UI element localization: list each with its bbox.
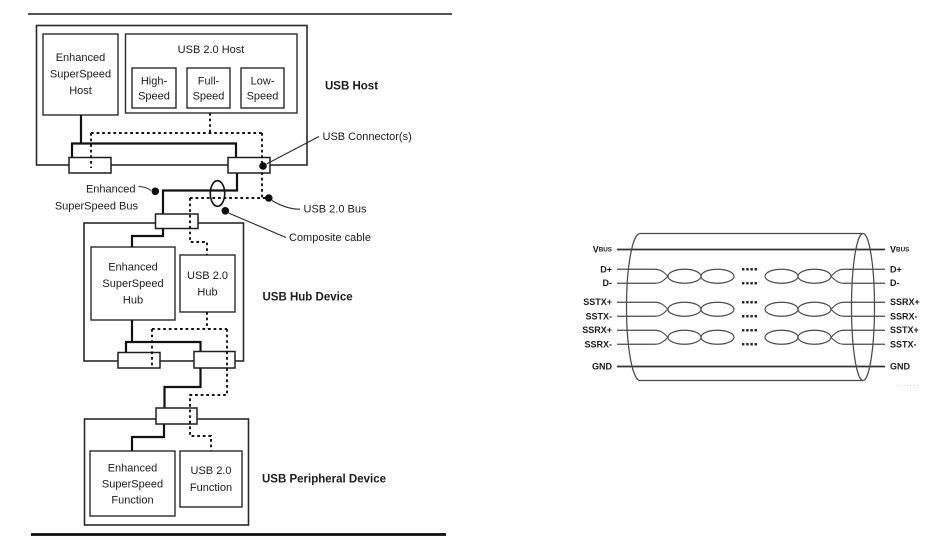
right-label-gnd: GND xyxy=(890,362,911,372)
left-label-d-plus: D+ xyxy=(600,265,612,275)
d-plus-minus-twisted-pair xyxy=(616,267,886,286)
enhanced-bus-annotation-line2: SuperSpeed Bus xyxy=(55,201,139,213)
host-left-usb-connector xyxy=(68,156,112,174)
left-label-vbus: VBUS xyxy=(593,245,612,255)
right-label-d-minus: D- xyxy=(890,278,900,288)
ess-host-label-line2: SuperSpeed xyxy=(50,69,111,81)
ess-host-label-line1: Enhanced xyxy=(56,52,106,64)
usb-connector-dot xyxy=(259,162,267,170)
sstx-twisted-pair xyxy=(616,300,886,319)
composite-cable-annotation: Composite cable xyxy=(289,232,371,244)
dual-bus-architecture-diagram: Enhanced SuperSpeed Host USB 2.0 Host Hi… xyxy=(28,13,452,536)
usb2-host-title: USB 2.0 Host xyxy=(178,44,245,56)
right-label-d-plus: D+ xyxy=(890,265,902,275)
usb2-hub-box xyxy=(179,254,236,313)
usb2-bus-dot xyxy=(265,194,273,202)
usb-connectors-annotation: USB Connector(s) xyxy=(323,131,412,143)
right-label-vbus: VBUS xyxy=(890,245,909,255)
low-speed-label-line2: Speed xyxy=(247,91,279,103)
left-label-sstx-minus: SSTX- xyxy=(585,312,612,322)
composite-cable-dot xyxy=(221,207,230,215)
usb2-function-box xyxy=(179,450,243,508)
ess-function-label-line1: Enhanced xyxy=(108,463,158,475)
ess-host-label-line3: Host xyxy=(69,85,92,97)
usb-hub-device-section-label: USB Hub Device xyxy=(263,292,353,304)
hub-upstream-connector xyxy=(154,213,199,230)
composite-cable-diagram: VBUS D+ D- SSTX+ SSTX- SSRX+ SSRX- GND V… xyxy=(582,232,920,388)
right-label-ssrx-plus: SSRX+ xyxy=(890,297,920,307)
low-speed-label-line1: Low- xyxy=(251,76,275,88)
low-speed-box xyxy=(240,67,285,109)
ess-function-label-line3: Function xyxy=(111,495,153,507)
left-label-d-minus: D- xyxy=(603,278,613,288)
enhanced-superspeed-bus-path xyxy=(70,115,239,451)
usb2-bus-annotation: USB 2.0 Bus xyxy=(304,204,367,216)
ssrx-twisted-pair xyxy=(616,328,886,347)
page-dots-artifact: .. .... xyxy=(896,381,920,388)
high-speed-box xyxy=(131,67,177,109)
hub-downstream-left-connector xyxy=(117,351,161,369)
usb-host-section-label: USB Host xyxy=(325,81,378,93)
high-speed-label-line2: Speed xyxy=(138,91,170,103)
usb-peripheral-device-section-label: USB Peripheral Device xyxy=(262,474,386,486)
peripheral-upstream-connector xyxy=(155,407,198,425)
ess-hub-label-line2: SuperSpeed xyxy=(102,278,163,290)
usb2-hub-label-line2: Hub xyxy=(197,287,217,299)
usb2-function-label-line1: USB 2.0 xyxy=(191,465,232,477)
full-speed-box xyxy=(186,67,231,109)
full-speed-label-line1: Full- xyxy=(198,76,220,88)
host-right-usb-connector xyxy=(227,156,271,174)
ess-hub-label-line1: Enhanced xyxy=(108,262,158,274)
usb2-hub-label-line1: USB 2.0 xyxy=(187,270,228,282)
left-label-gnd: GND xyxy=(592,362,613,372)
right-label-sstx-plus: SSTX+ xyxy=(890,325,919,335)
full-speed-label-line2: Speed xyxy=(193,91,225,103)
left-label-sstx-plus: SSTX+ xyxy=(583,297,612,307)
right-label-sstx-minus: SSTX- xyxy=(890,340,917,350)
usb2-function-label-line2: Function xyxy=(190,482,232,494)
hub-downstream-right-connector xyxy=(193,350,236,369)
left-label-ssrx-plus: SSRX+ xyxy=(582,325,612,335)
ess-function-label-line2: SuperSpeed xyxy=(102,479,163,491)
enhanced-bus-annotation-line1: Enhanced xyxy=(86,184,136,196)
right-label-ssrx-minus: SSRX- xyxy=(890,312,918,322)
high-speed-label-line1: High- xyxy=(141,76,168,88)
enhanced-superspeed-host-box xyxy=(42,33,119,116)
enhanced-superspeed-bus-dot xyxy=(151,187,160,196)
left-label-ssrx-minus: SSRX- xyxy=(584,340,612,350)
ess-hub-label-line3: Hub xyxy=(123,295,143,307)
cable-jacket-cylinder xyxy=(625,232,876,382)
usb2-bus-dashed-path xyxy=(90,113,268,451)
annotation-leader-lines xyxy=(138,136,320,239)
composite-cable-ellipse xyxy=(209,179,226,208)
